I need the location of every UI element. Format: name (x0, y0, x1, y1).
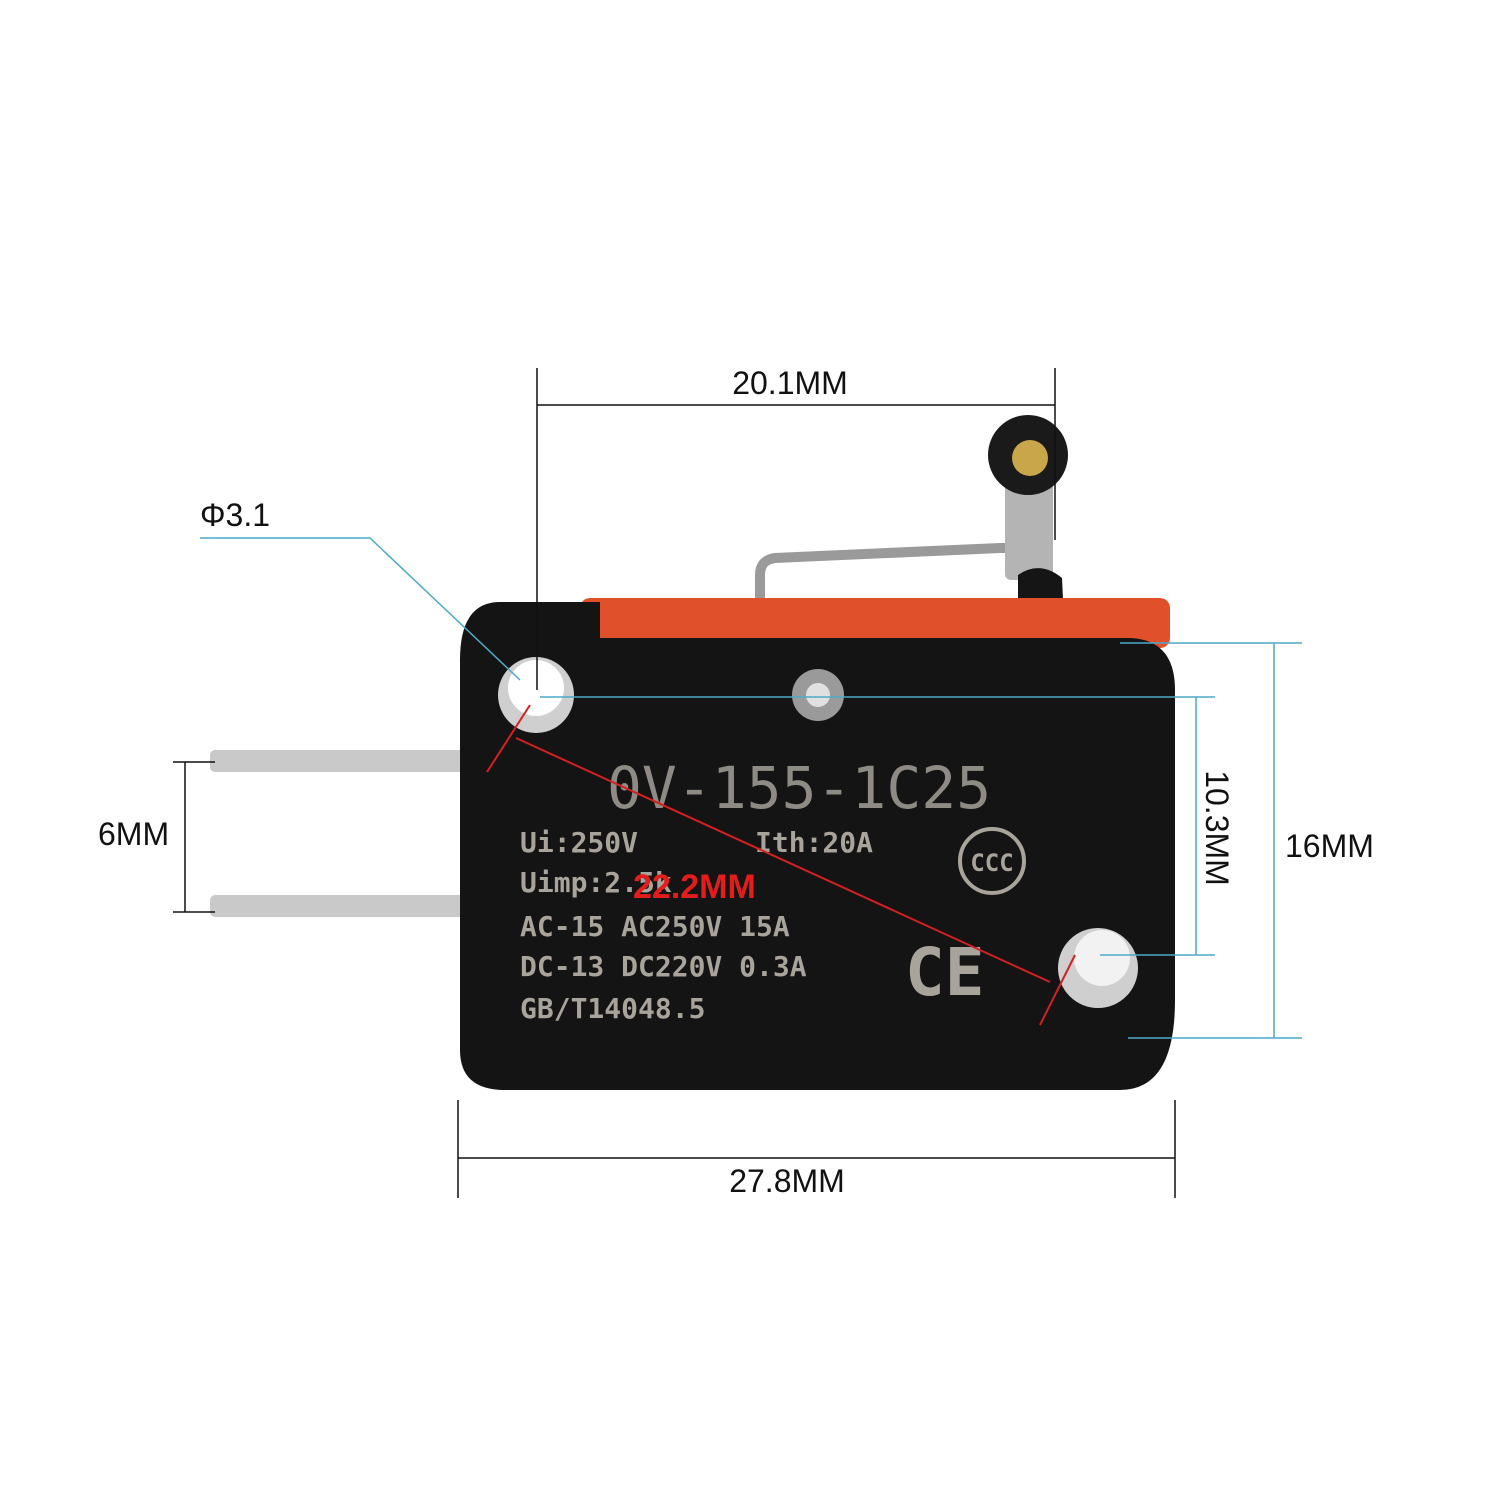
actuator-housing (580, 598, 1170, 648)
marking-ac: AC-15 AC250V 15A (520, 910, 790, 943)
dim-body-height: 16MM (1285, 828, 1374, 864)
dim-terminal-pitch: 6MM (98, 816, 169, 852)
dimension-lines-black (173, 368, 1176, 1198)
marking-dc: DC-13 DC220V 0.3A (520, 950, 807, 983)
dimension-lines-blue (200, 537, 1302, 1039)
dim-hole-diameter: Φ3.1 (200, 497, 270, 533)
diagonal-dimension-line (486, 704, 1076, 1026)
model-number: 0V-155-1C25 (607, 754, 991, 822)
dim-lever-reach: 20.1MM (732, 365, 848, 401)
dim-body-length: 27.8MM (729, 1163, 845, 1199)
marking-standard: GB/T14048.5 (520, 992, 705, 1025)
switch-body (460, 602, 1175, 1090)
ccc-mark-icon: CCC (958, 827, 1026, 895)
marking-ui: Ui:250V (520, 826, 638, 859)
marking-uimp: Uimp:2.5k (520, 866, 672, 899)
dim-hole-vertical: 10.3MM (1199, 770, 1235, 886)
svg-text:CCC: CCC (970, 849, 1013, 877)
dim-hole-diagonal: 22.2MM (633, 868, 756, 906)
marking-ith: Ith:20A (755, 826, 873, 859)
